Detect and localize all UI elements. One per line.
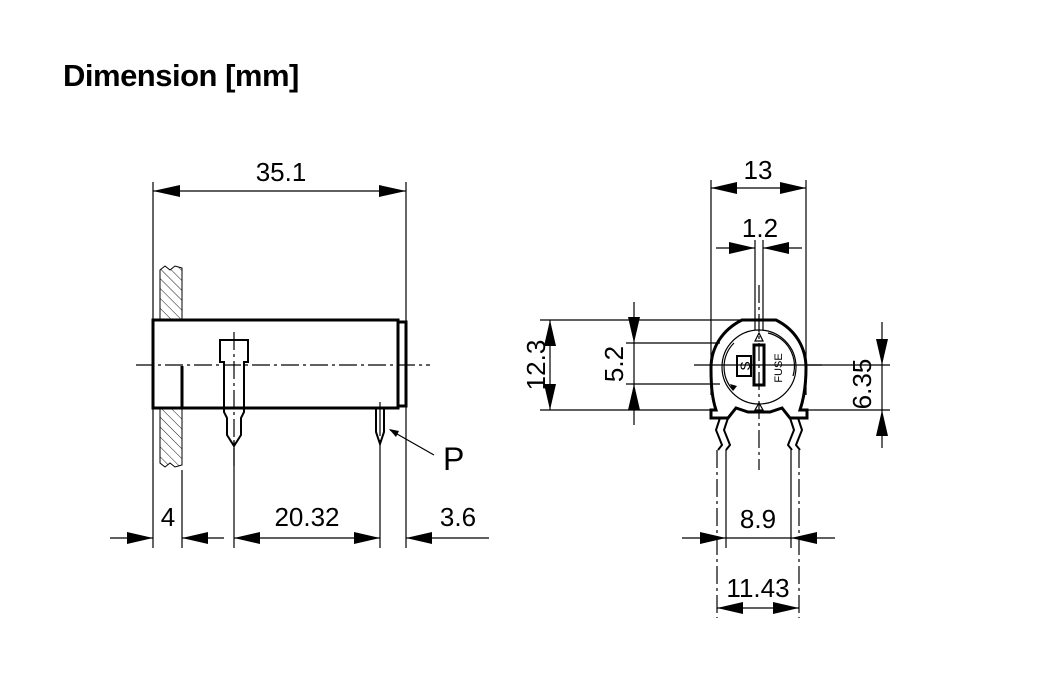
dim-window-height: 5.2 [599, 346, 629, 382]
cap-flange [396, 320, 408, 408]
arrow-head [773, 602, 799, 614]
arrow-head [628, 384, 640, 410]
dim-height: 12.3 [521, 340, 551, 391]
arrow-head [876, 410, 888, 436]
dim-rear-offset: 3.6 [440, 502, 476, 532]
rotate-arc-icon [723, 342, 735, 391]
side-view: 35.1 P 4 20.32 3.6 [110, 157, 489, 548]
arrow-head [628, 317, 640, 343]
fuse-label: FUSE [773, 353, 785, 382]
arrow-head [389, 429, 399, 437]
arrow-head [700, 532, 726, 544]
logo-icon [736, 355, 752, 377]
arrow-head [234, 532, 260, 544]
arrow-head [379, 185, 406, 197]
dim-pin-span-inner: 8.9 [740, 504, 776, 534]
terminal-pin-right [375, 407, 385, 448]
page-title: Dimension [mm] [63, 58, 299, 93]
arrow-head [406, 532, 432, 544]
dim-overall-length: 35.1 [256, 157, 307, 187]
slot-marker-icon [754, 331, 764, 342]
arrow-head [780, 182, 806, 194]
panel-section-upper [159, 265, 183, 321]
arrow-head [791, 532, 817, 544]
pin-label-p: P [443, 441, 464, 477]
pin-left-bent [714, 417, 732, 451]
arrow-head [544, 384, 556, 410]
terminal-pin-left [219, 339, 249, 448]
arrow-head [729, 242, 755, 254]
arrow-head [544, 320, 556, 346]
dim-pin-spacing: 20.32 [274, 502, 339, 532]
arrow-head [153, 185, 180, 197]
arrow-head [717, 602, 743, 614]
pin-right-bent [786, 417, 804, 451]
dim-width: 13 [744, 155, 773, 185]
dim-slot-width: 1.2 [742, 213, 778, 243]
arrow-head [763, 242, 789, 254]
arrow-head [127, 532, 153, 544]
front-view: 13 1.2 S FUSE [521, 155, 890, 618]
slot-marker-icon [753, 401, 765, 411]
screwdriver-slot [752, 343, 766, 387]
arrow-head [354, 532, 380, 544]
fuse-holder-body [151, 318, 400, 410]
arrow-head [711, 182, 737, 194]
arrow-head [730, 384, 737, 391]
rotate-arc-icon [767, 332, 796, 377]
arrow-head [182, 532, 208, 544]
dim-center-height: 6.35 [847, 359, 877, 410]
dim-panel-thickness: 4 [161, 502, 175, 532]
dim-pin-span-outer: 11.43 [726, 573, 789, 603]
arrow-head [876, 339, 888, 365]
panel-section-lower [159, 407, 183, 468]
logo-glyph: S [737, 361, 753, 370]
front-body-outline [709, 318, 809, 420]
